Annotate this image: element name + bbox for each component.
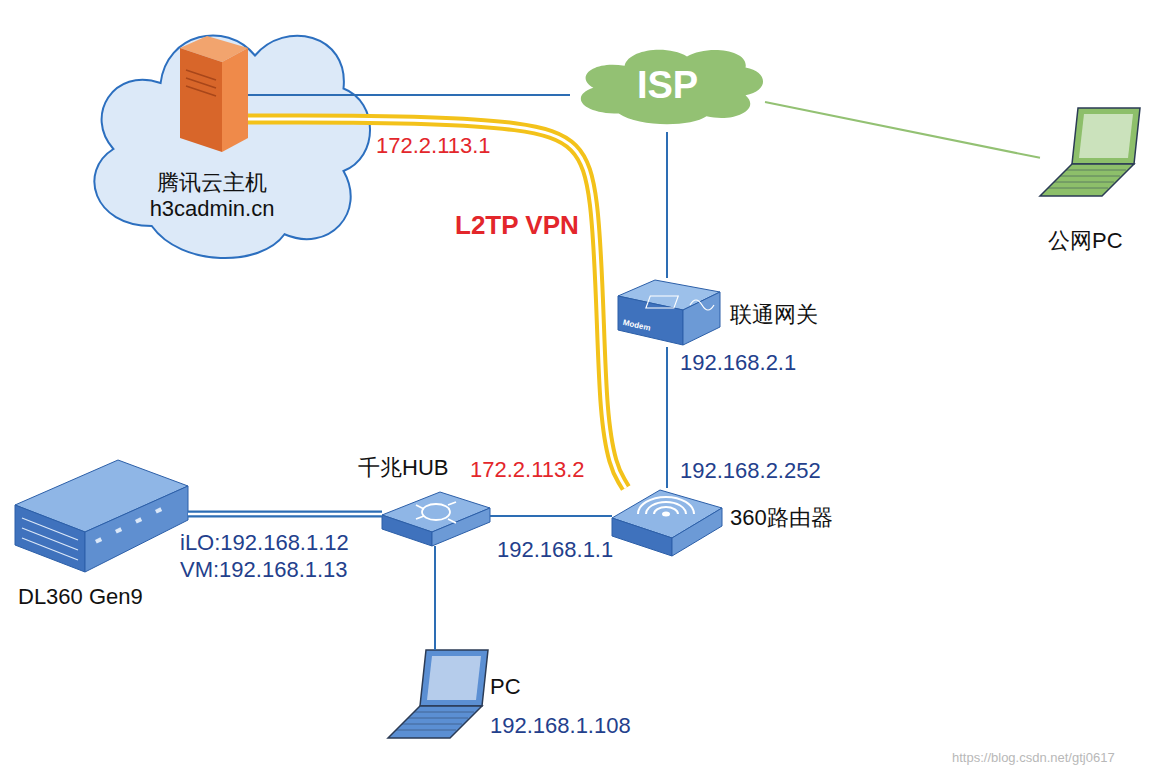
network-link	[765, 102, 1040, 158]
connector-group	[667, 347, 668, 488]
device-label: PC	[490, 674, 521, 700]
laptop-icon	[388, 650, 488, 738]
device-label: 192.168.1.108	[490, 713, 631, 739]
device-marking: Modem	[622, 318, 651, 333]
ip-address: iLO:192.168.1.12	[180, 530, 349, 556]
link-inner-stripe	[248, 119, 626, 488]
ip-address: 192.168.2.252	[680, 458, 821, 484]
lan-pc: PC192.168.1.108	[390, 650, 480, 740]
device-label: 联通网关	[730, 302, 818, 328]
network-link	[666, 132, 668, 278]
network-link	[666, 347, 668, 488]
device-label: DL360 Gen9	[18, 584, 143, 610]
hub: 千兆HUB	[382, 490, 490, 546]
connector-group	[248, 119, 626, 488]
hub-icon	[382, 492, 490, 546]
connector-group	[667, 132, 668, 278]
ip-address: 172.2.113.1	[376, 133, 491, 159]
network-link	[490, 515, 612, 517]
connector-group	[490, 516, 612, 517]
cloud-outline	[94, 35, 370, 258]
device-label: 公网PC	[1048, 228, 1123, 254]
ip-address: VM:192.168.1.13	[180, 557, 348, 583]
router-icon	[612, 490, 722, 556]
rack-server: DL360 Gen9	[15, 458, 188, 574]
device-label: 360路由器	[730, 505, 833, 531]
ip-address: 192.168.1.1	[497, 537, 613, 563]
ip-address: 192.168.2.1	[680, 350, 796, 376]
device-label: 腾讯云主机 h3cadmin.cn	[143, 170, 281, 223]
connector-group	[188, 514, 382, 515]
device-label: 千兆HUB	[358, 455, 448, 481]
router: 360路由器	[612, 488, 722, 556]
laptop-icon	[1040, 108, 1140, 196]
device-label: ISP	[570, 40, 765, 132]
rack-server-icon	[15, 460, 188, 572]
connector-group	[765, 102, 1040, 158]
public-pc: 公网PC	[1040, 106, 1140, 198]
modem: 联通网关	[615, 278, 722, 347]
network-link	[248, 94, 570, 96]
watermark: https://blog.csdn.net/gtj0617	[952, 750, 1115, 766]
vpn-tunnel	[248, 119, 626, 488]
network-link	[434, 546, 436, 650]
cloud-server: 腾讯云主机 h3cadmin.cn	[180, 35, 248, 152]
connector-group	[435, 546, 436, 650]
isp-cloud: ISP	[570, 40, 765, 132]
link-label: L2TP VPN	[455, 210, 579, 241]
server-icon	[180, 36, 248, 152]
connector-group	[248, 95, 570, 96]
link-inner-stripe	[188, 513, 382, 515]
modem-icon	[618, 280, 720, 345]
network-link	[188, 511, 382, 518]
ip-address: 172.2.113.2	[470, 457, 585, 483]
